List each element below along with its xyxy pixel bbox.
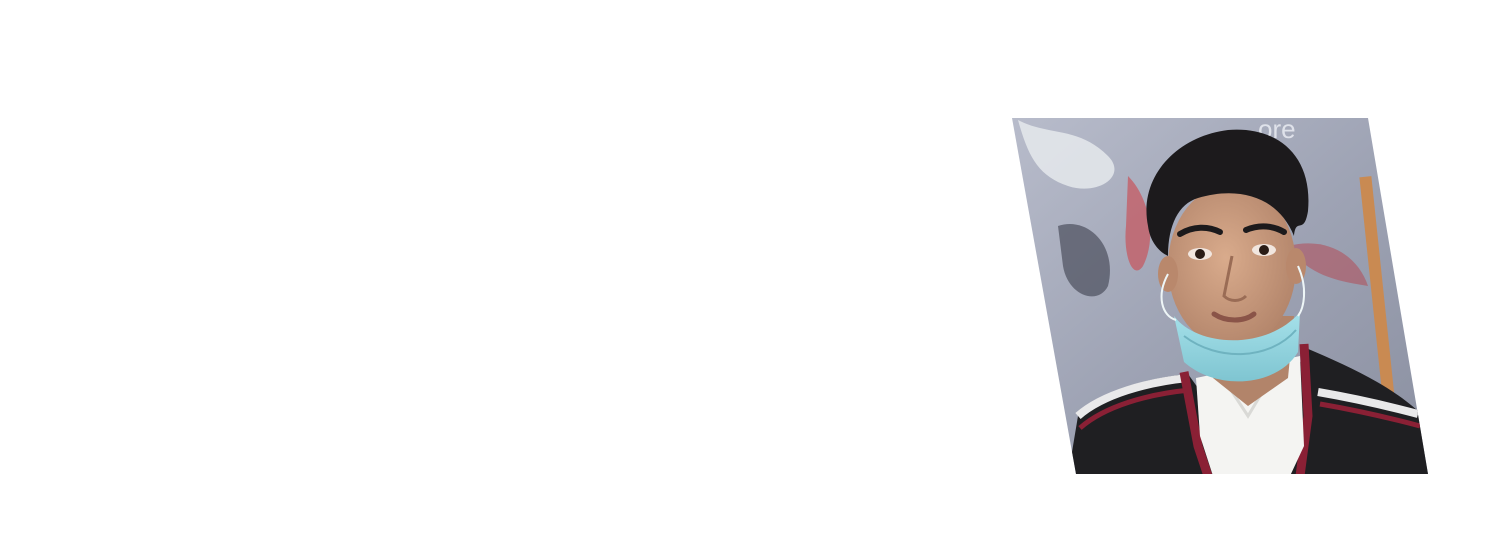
hair <box>1146 129 1309 256</box>
jacket-stripe-red-right <box>1319 401 1421 429</box>
eyebrow-left <box>1177 224 1223 237</box>
portrait-photo: ore <box>1012 118 1428 474</box>
collar-trim-left <box>1179 371 1213 474</box>
mouth <box>1211 311 1257 323</box>
poster-splash <box>1018 120 1115 189</box>
poster-splash-red <box>1288 243 1368 286</box>
jacket-stripe-red-left <box>1078 387 1191 430</box>
poster-figure-leg <box>1058 224 1110 297</box>
mask-ear-loop-left <box>1160 273 1177 321</box>
mask-pleat <box>1183 329 1297 355</box>
collar-trim-right <box>1295 343 1313 474</box>
nose <box>1222 255 1248 302</box>
pupil-left <box>1195 249 1205 259</box>
jacket-stripe-white-left <box>1075 374 1189 420</box>
poster-figure-red <box>1125 176 1151 271</box>
jacket-stripe-white-right <box>1317 388 1420 418</box>
mask-ear-loop-right <box>1297 265 1305 317</box>
surgical-mask <box>1174 312 1300 382</box>
pupil-right <box>1259 245 1269 255</box>
portrait-photo-frame: ore <box>1008 116 1430 476</box>
eyebrow-right <box>1243 223 1287 235</box>
